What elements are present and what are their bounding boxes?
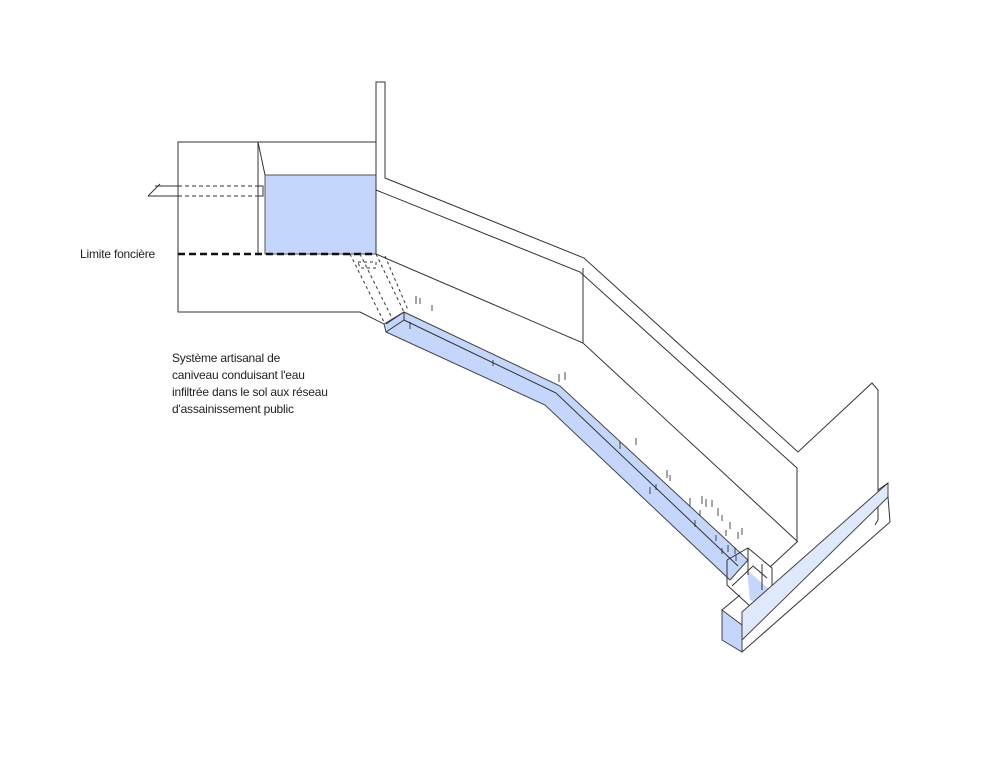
description-line: infiltrée dans le sol aux réseau bbox=[172, 385, 328, 399]
hidden-connection bbox=[349, 253, 409, 323]
channel-description: Système artisanal de caniveau conduisant… bbox=[172, 350, 412, 418]
collector-channel bbox=[721, 481, 891, 653]
description-line: Système artisanal de bbox=[172, 351, 281, 365]
description-line: caniveau conduisant l'eau bbox=[172, 368, 305, 382]
retaining-wall bbox=[375, 81, 879, 568]
left-building-block bbox=[177, 141, 387, 326]
description-line: d'assainissement public bbox=[172, 402, 294, 416]
property-line-label: Limite foncière bbox=[80, 247, 156, 261]
plant-marks bbox=[409, 296, 743, 561]
drainage-channel bbox=[383, 311, 749, 581]
water-basin bbox=[264, 174, 377, 255]
inlet-pipe bbox=[147, 183, 264, 197]
